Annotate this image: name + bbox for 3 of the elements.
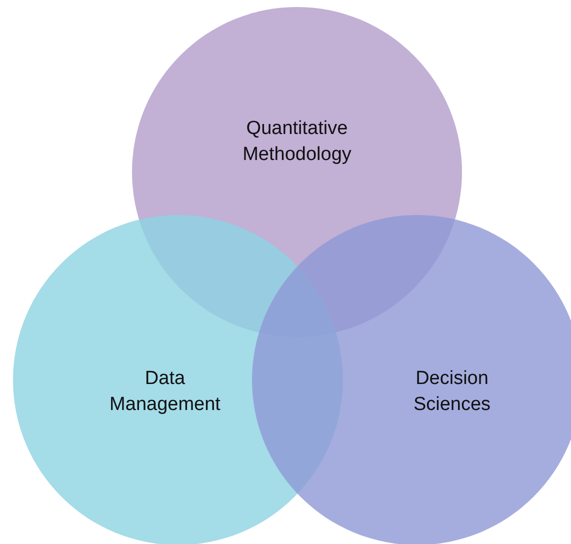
circle-label: Decision Sciences: [412, 367, 492, 417]
circle-label: Quantitative Methodology: [242, 117, 352, 167]
circle-label: Data Management: [108, 367, 222, 417]
